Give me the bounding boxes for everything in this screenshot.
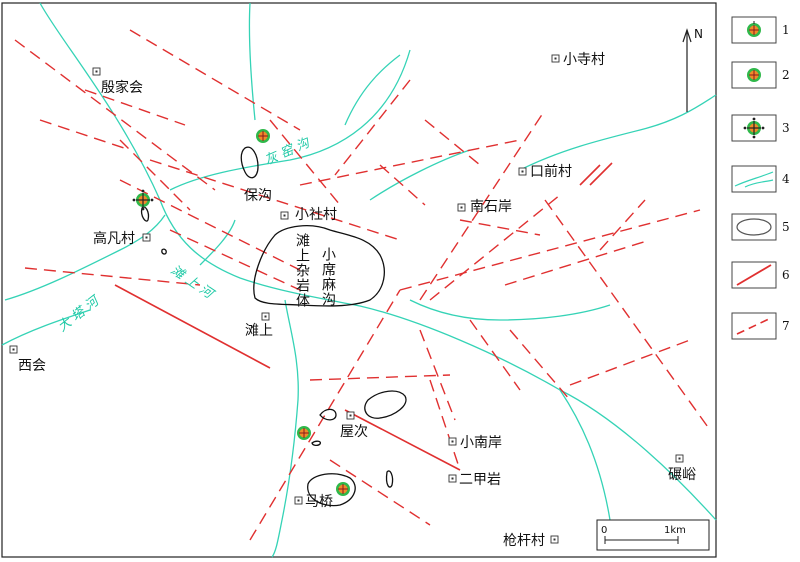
intrusive-bodies (140, 146, 407, 507)
legend-symbol-2 (747, 68, 761, 82)
label-majiao: 马桥 (305, 494, 333, 510)
label-tanshang-complex: 滩上杂岩体 (294, 233, 310, 308)
rivers (1, 2, 717, 558)
deposit-symbol-type2 (297, 426, 311, 440)
label-tanshang: 滩上 (245, 323, 273, 339)
tanshang-complex-outline (253, 225, 385, 307)
small-body-4 (161, 248, 167, 255)
wuci-body (364, 390, 407, 419)
majiao-body (307, 473, 356, 507)
label-wuci: 屋次 (340, 424, 368, 440)
village-marker (551, 54, 560, 63)
legend-num-4: 4 (782, 172, 790, 186)
label-baogou: 保沟 (244, 188, 272, 204)
scale-bar: 0 1km (596, 519, 710, 551)
legend: 1 2 3 4 5 6 7 (731, 16, 790, 340)
label-xiaosicun: 小寺村 (563, 52, 605, 68)
legend-symbol-3 (743, 117, 765, 139)
north-arrow: N (682, 27, 703, 112)
label-xiaonanan: 小南岸 (460, 435, 502, 451)
village-marker (346, 411, 355, 420)
deposit-symbol-type2 (336, 482, 350, 496)
label-xiaoximagou: 小席麻沟 (320, 247, 336, 307)
north-label: N (694, 27, 703, 41)
legend-symbol-1 (747, 21, 761, 37)
village-marker (518, 167, 527, 176)
inferred-faults (14, 29, 711, 541)
village-marker (457, 203, 466, 212)
label-gaofancun: 高凡村 (93, 230, 135, 247)
legend-symbol-4 (734, 171, 774, 188)
baogou-body (240, 146, 259, 179)
village-marker (448, 474, 457, 483)
legend-symbol-6 (736, 264, 772, 286)
small-body-5 (140, 206, 150, 222)
legend-num-5: 5 (782, 220, 790, 234)
village-marker (261, 312, 270, 321)
village-marker (294, 496, 303, 505)
village-marker (550, 535, 559, 544)
scale-zero: 0 (601, 525, 607, 536)
small-body-3 (385, 470, 394, 488)
deposit-symbol-type3 (132, 189, 154, 211)
deposit-symbol-type2 (256, 129, 270, 143)
legend-symbol-5 (736, 218, 772, 236)
label-erjiayan: 二甲岩 (459, 472, 501, 488)
village-markers (9, 54, 684, 544)
scale-one: 1km (664, 525, 686, 536)
village-marker (448, 437, 457, 446)
label-yinjiahui: 殷家会 (101, 79, 143, 96)
village-marker (280, 211, 289, 220)
small-body-2 (311, 440, 322, 447)
label-qianggancun: 枪杆村 (503, 532, 545, 549)
small-body-1 (319, 408, 337, 421)
legend-num-6: 6 (782, 268, 790, 282)
village-marker (92, 67, 101, 76)
village-marker (9, 345, 18, 354)
legend-num-2: 2 (782, 68, 790, 82)
label-xiaoshecun: 小社村 (295, 207, 337, 223)
label-kouqiancun: 口前村 (530, 163, 572, 180)
village-marker (142, 233, 151, 242)
legend-num-1: 1 (782, 23, 790, 37)
label-nianyu: 碾峪 (668, 467, 696, 483)
village-labels: 殷家会 小寺村 保沟 小社村 口前村 南石岸 高凡村 滩上 西会 屋次 小南岸 … (18, 52, 696, 549)
village-marker (675, 454, 684, 463)
legend-num-7: 7 (782, 319, 790, 333)
deposit-symbols (132, 129, 350, 496)
faults (114, 162, 613, 471)
label-xihui: 西会 (18, 358, 46, 374)
legend-symbol-7 (736, 317, 772, 335)
label-nanshian: 南石岸 (470, 199, 512, 215)
legend-num-3: 3 (782, 121, 790, 135)
